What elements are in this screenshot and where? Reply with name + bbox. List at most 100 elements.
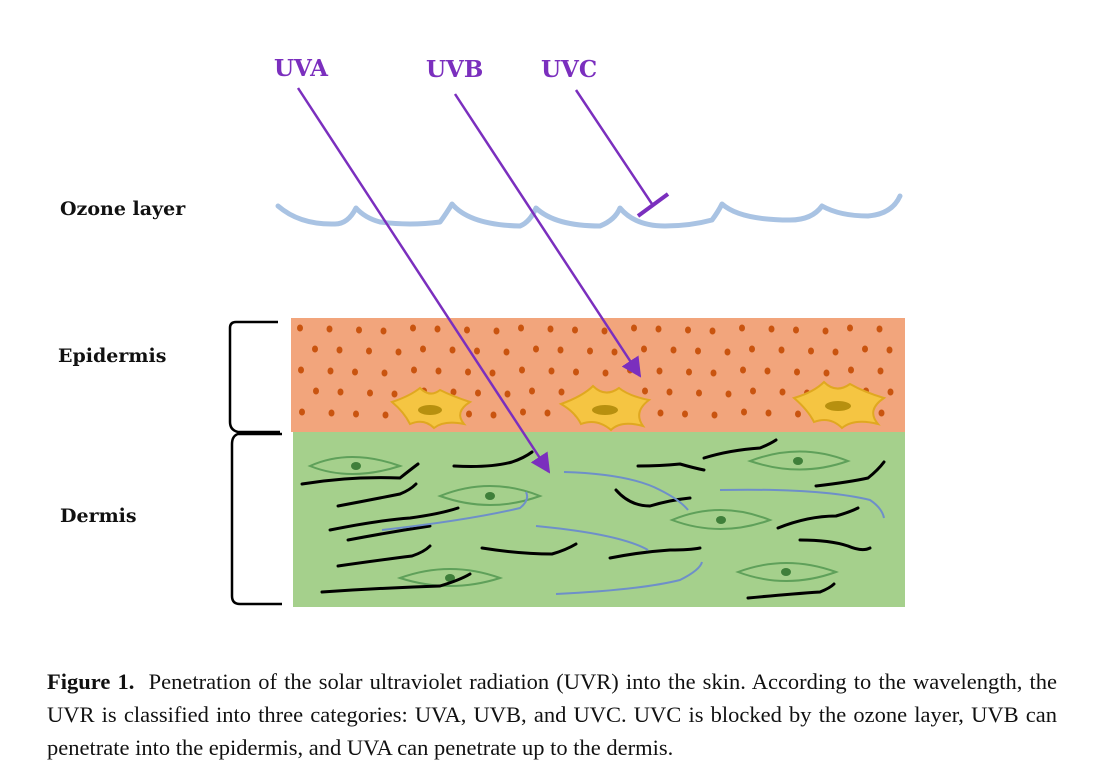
epidermal-cell-nucleus <box>435 367 442 375</box>
epidermal-cell-nucleus <box>410 324 416 332</box>
epidermal-cell-nucleus <box>655 325 662 333</box>
epidermal-cell-nucleus <box>518 324 524 332</box>
epidermal-cell-nucleus <box>395 348 402 356</box>
epidermal-cell-nucleus <box>337 388 344 396</box>
epidermal-cell-nucleus <box>504 390 511 398</box>
epidermal-cell-nucleus <box>297 324 303 332</box>
epidermal-cell-nucleus <box>367 389 373 397</box>
melanocyte <box>389 386 473 430</box>
epidermal-cell-nucleus <box>793 326 799 334</box>
epidermal-cell-nucleus <box>449 346 456 354</box>
epidermal-cell-nucleus <box>298 366 304 374</box>
epidermal-cell-nucleus <box>547 325 554 333</box>
epidermal-cell-nucleus <box>725 390 732 398</box>
epidermal-cell-nucleus <box>544 409 551 417</box>
epidermis-cells <box>297 324 894 419</box>
epidermal-cell-nucleus <box>313 387 319 395</box>
epidermal-cell-nucleus <box>529 387 535 395</box>
ozone-layer <box>275 193 903 229</box>
epidermal-cell-nucleus <box>682 410 688 418</box>
epidermal-cell-nucleus <box>601 327 608 335</box>
epidermal-cell-nucleus <box>749 345 755 353</box>
epidermal-cell-nucleus <box>356 326 362 334</box>
epidermal-cell-nucleus <box>739 324 745 332</box>
epidermal-cell-nucleus <box>823 369 830 377</box>
uva-ray <box>296 87 551 474</box>
epidermis-bracket <box>228 320 280 434</box>
epidermal-cell-nucleus <box>794 368 800 376</box>
figure-caption-text: Penetration of the solar ultraviolet rad… <box>47 668 1058 760</box>
uvc-block-bar <box>636 192 670 218</box>
epidermal-cell-nucleus <box>686 368 692 376</box>
epidermal-cell-nucleus <box>450 388 457 396</box>
fibroblast <box>735 562 839 582</box>
fibroblast <box>396 568 504 587</box>
epidermal-cell-nucleus <box>382 411 389 419</box>
epidermal-cell-nucleus <box>572 326 578 334</box>
epidermal-cell-nucleus <box>657 409 664 417</box>
epidermal-cell-nucleus <box>750 387 756 395</box>
epidermal-cell-nucleus <box>493 327 500 335</box>
epidermal-cell-nucleus <box>710 369 717 377</box>
epidermal-cell-nucleus <box>420 345 426 353</box>
epidermal-cell-nucleus <box>533 345 539 353</box>
epidermal-cell-nucleus <box>631 324 637 332</box>
epidermal-cell-nucleus <box>741 408 747 416</box>
epidermal-cell-nucleus <box>519 366 525 374</box>
epidermal-cell-nucleus <box>336 346 343 354</box>
epidermal-cell-nucleus <box>627 366 633 374</box>
epidermal-cell-nucleus <box>847 324 853 332</box>
uvb-ray <box>453 93 642 378</box>
epidermal-cell-nucleus <box>711 411 718 419</box>
collagen-fibers <box>300 438 886 600</box>
epidermal-cell-nucleus <box>474 347 480 355</box>
epidermal-cell-nucleus <box>795 410 801 418</box>
epidermal-cell-nucleus <box>489 369 496 377</box>
epidermal-cell-nucleus <box>878 409 885 417</box>
epidermal-cell-nucleus <box>611 348 618 356</box>
dermis-label: Dermis <box>60 505 137 527</box>
epidermal-cell-nucleus <box>391 390 398 398</box>
epidermal-cell-nucleus <box>587 347 593 355</box>
epidermal-cell-nucleus <box>312 345 318 353</box>
epidermal-cell-nucleus <box>768 325 775 333</box>
epidermal-cell-nucleus <box>299 408 305 416</box>
epidermal-cell-nucleus <box>876 325 883 333</box>
fibroblast <box>669 509 773 530</box>
epidermal-cell-nucleus <box>670 346 677 354</box>
epidermal-cell-nucleus <box>641 345 647 353</box>
melanocyte <box>558 384 652 432</box>
epidermal-cell-nucleus <box>886 346 893 354</box>
epidermal-cell-nucleus <box>475 389 481 397</box>
epidermal-cell-nucleus <box>327 367 334 375</box>
epidermal-cell-nucleus <box>778 346 785 354</box>
epidermal-cell-nucleus <box>366 347 372 355</box>
epidermal-cell-nucleus <box>503 348 510 356</box>
uva-label: UVA <box>274 55 329 82</box>
epidermal-cell-nucleus <box>709 327 716 335</box>
epidermal-cell-nucleus <box>353 410 359 418</box>
epidermal-cell-nucleus <box>740 366 746 374</box>
epidermal-cell-nucleus <box>520 408 526 416</box>
epidermal-cell-nucleus <box>696 389 702 397</box>
epidermal-cell-nucleus <box>765 409 772 417</box>
figure-label: Figure 1. <box>47 668 135 694</box>
epidermal-cell-nucleus <box>602 369 609 377</box>
epidermal-cell-nucleus <box>887 388 894 396</box>
epidermal-cell-nucleus <box>685 326 691 334</box>
epidermal-cell-nucleus <box>877 367 884 375</box>
epidermal-cell-nucleus <box>380 327 387 335</box>
epidermal-cell-nucleus <box>328 409 335 417</box>
fibroblast <box>747 450 851 471</box>
epidermal-cell-nucleus <box>832 348 839 356</box>
dermis-bracket <box>230 432 282 606</box>
fibroblast <box>437 485 543 506</box>
epidermal-cell-nucleus <box>558 388 565 396</box>
uvb-label: UVB <box>426 56 483 83</box>
uvc-ray <box>574 89 654 205</box>
epidermal-cell-nucleus <box>822 327 829 335</box>
uv-penetration-diagram: UVA UVB UVC Ozone layer Epidermis Dermis <box>58 55 905 607</box>
epidermal-cell-nucleus <box>695 347 701 355</box>
epidermal-cell-nucleus <box>779 388 786 396</box>
epidermal-cell-nucleus <box>764 367 771 375</box>
